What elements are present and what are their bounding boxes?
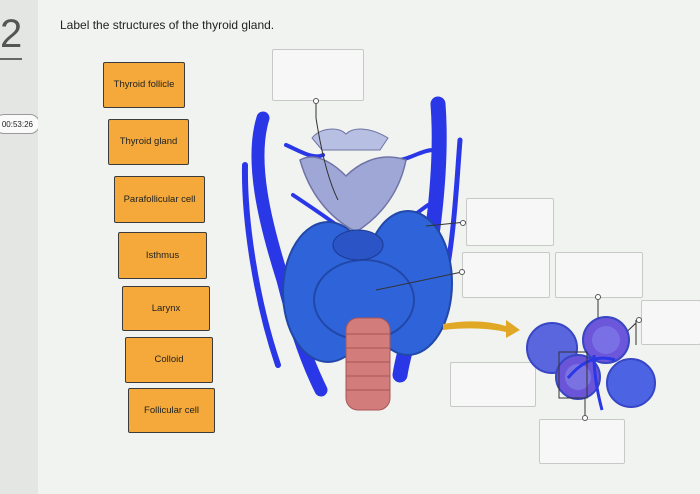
arrow-right-icon [443, 320, 520, 338]
label-colloid[interactable]: Colloid [125, 337, 213, 383]
label-thyroid-gland[interactable]: Thyroid gland [108, 119, 189, 165]
drop-target-1[interactable] [272, 49, 364, 101]
drop-target-7[interactable] [539, 419, 625, 464]
drop-target-5[interactable] [641, 300, 700, 345]
larynx-shape [299, 156, 407, 233]
question-number-underline [0, 58, 22, 60]
trachea [345, 317, 391, 411]
drop-target-3[interactable] [462, 252, 550, 298]
left-strip: 2 00:53:26 [0, 0, 40, 494]
label-parafollicular-cell[interactable]: Parafollicular cell [114, 176, 205, 223]
label-isthmus[interactable]: Isthmus [118, 232, 207, 279]
thyroid-lobes [282, 210, 453, 363]
question-prompt: Label the structures of the thyroid glan… [60, 18, 275, 32]
label-larynx[interactable]: Larynx [122, 286, 210, 331]
question-panel: Label the structures of the thyroid glan… [38, 0, 700, 494]
thyroid-illustration [241, 96, 656, 421]
question-number: 2 [0, 12, 23, 56]
label-thyroid-follicle[interactable]: Thyroid follicle [103, 62, 185, 108]
drop-target-6[interactable] [450, 362, 536, 407]
drop-target-2[interactable] [466, 198, 554, 246]
drop-target-4[interactable] [555, 252, 643, 298]
label-follicular-cell[interactable]: Follicular cell [128, 388, 215, 433]
follicle-cluster [526, 316, 656, 411]
timer: 00:53:26 [0, 114, 40, 134]
